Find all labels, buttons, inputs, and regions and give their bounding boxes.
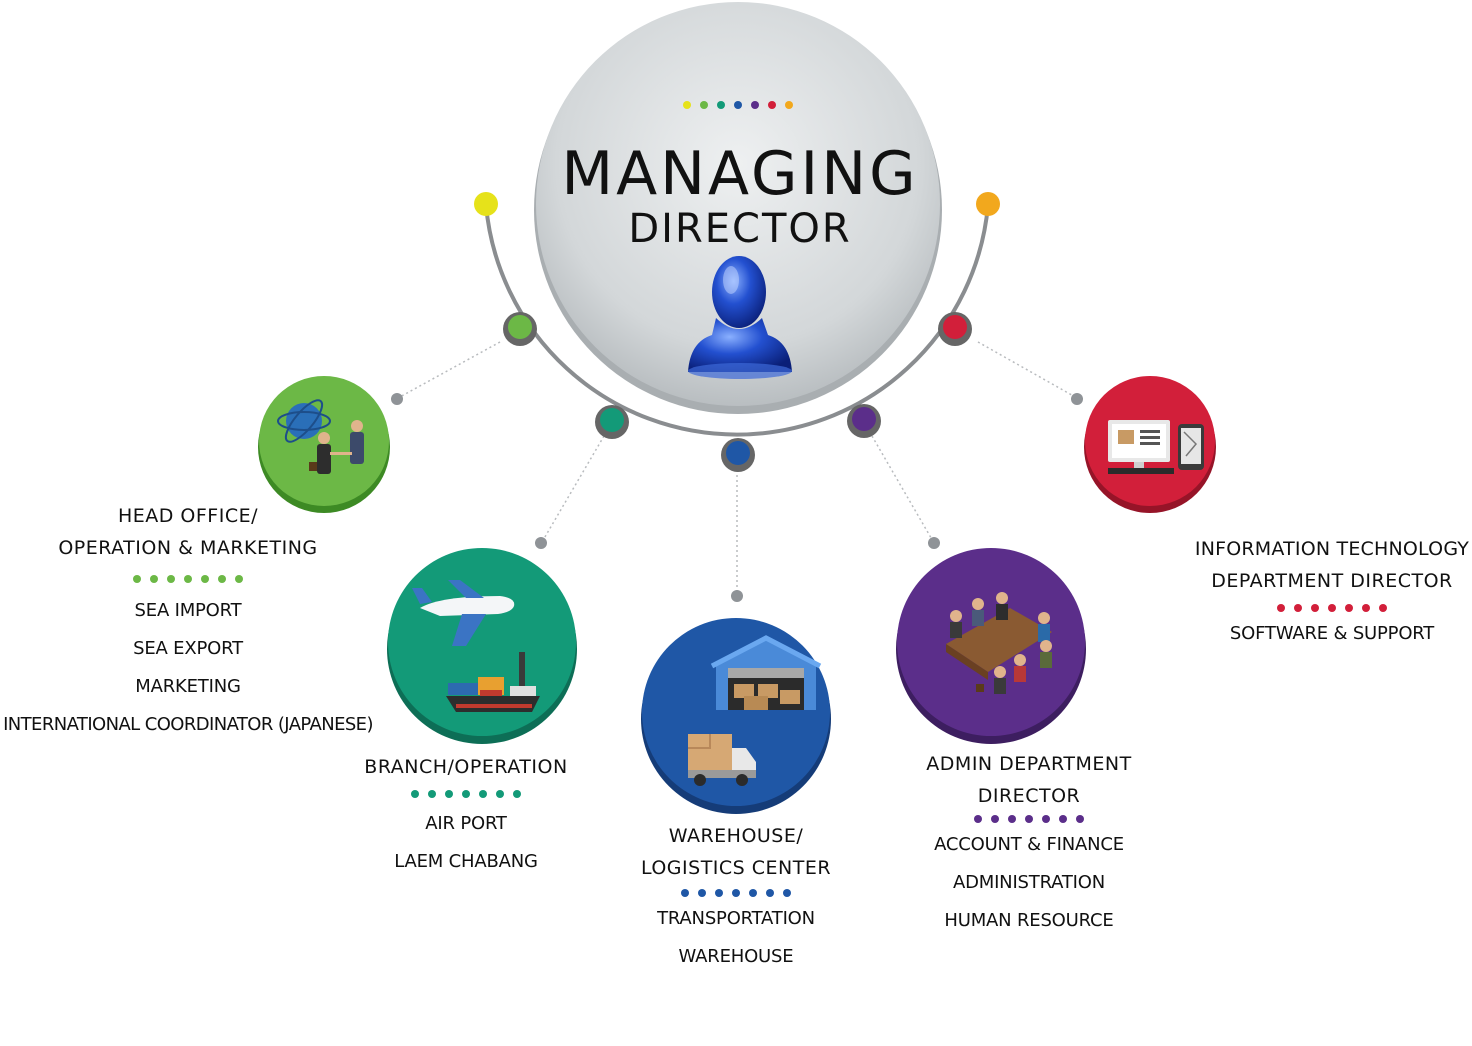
warehouse-title-2: LOGISTICS CENTER [640,857,832,879]
separator-dot [462,790,470,798]
admin-item: HUMAN RESOURCE [944,910,1114,931]
separator-dot [1345,604,1353,612]
head-office-item: MARKETING [135,676,241,697]
branch-operation-item: AIR PORT [425,813,507,834]
color-dot [768,101,776,109]
separator-dot [1042,815,1050,823]
handshake-globe-icon [277,399,364,474]
managing-title: MANAGING [561,139,919,209]
it-item: SOFTWARE & SUPPORT [1229,623,1435,644]
admin-title-2: DIRECTOR [977,785,1081,807]
arc-nodes [474,192,1000,472]
admin-item: ACCOUNT & FINANCE [934,834,1124,855]
head-office-item: INTERNATIONAL COORDINATOR (JAPANESE) [3,714,373,735]
airplane-ship-icon [412,580,540,712]
separator-dot [1025,815,1033,823]
color-dot [717,101,725,109]
head-office-title-2: OPERATION & MARKETING [58,537,318,559]
it-label: INFORMATION TECHNOLOGY DEPARTMENT DIRECT… [1192,533,1472,653]
admin-title-1: ADMIN DEPARTMENT [926,753,1132,775]
person-icon [688,256,792,379]
separator-dot [1076,815,1084,823]
separator-dot [1059,815,1067,823]
separator-dot [1311,604,1319,612]
warehouse-truck-icon [688,635,822,786]
admin-label: ADMIN DEPARTMENT DIRECTOR ACCOUNT & FINA… [879,748,1179,940]
it-dots [1192,601,1472,615]
warehouse-label: WAREHOUSE/ LOGISTICS CENTER TRANSPORTATI… [586,820,886,976]
separator-dot [1362,604,1370,612]
head-office-dots [0,572,376,586]
separator-dot [1294,604,1302,612]
head-office-label: HEAD OFFICE/ OPERATION & MARKETING SEA I… [0,500,376,744]
admin-dots [879,812,1179,826]
separator-dot [715,889,723,897]
separator-dot [698,889,706,897]
warehouse-item: WAREHOUSE [678,946,794,967]
separator-dot [218,575,226,583]
separator-dot [411,790,419,798]
separator-dot [428,790,436,798]
separator-dot [167,575,175,583]
head-office-title-1: HEAD OFFICE/ [117,505,259,527]
separator-dot [681,889,689,897]
director-title: DIRECTOR [628,206,852,252]
warehouse-item: TRANSPORTATION [657,908,815,929]
color-dot [683,101,691,109]
separator-dot [991,815,999,823]
separator-dot [766,889,774,897]
separator-dot [1328,604,1336,612]
warehouse-title-1: WAREHOUSE/ [668,825,804,847]
separator-dot [783,889,791,897]
meeting-icon [946,592,1052,694]
separator-dot [479,790,487,798]
dotted-connectors [397,341,1078,595]
separator-dot [201,575,209,583]
branch-operation-dots [316,787,616,801]
head-office-item: SEA IMPORT [134,600,242,621]
separator-dot [974,815,982,823]
separator-dot [496,790,504,798]
it-title-2: DEPARTMENT DIRECTOR [1211,570,1453,592]
branch-operation-title: BRANCH/OPERATION [364,756,568,778]
separator-dot [1379,604,1387,612]
separator-dot [732,889,740,897]
branch-operation-item: LAEM CHABANG [394,851,538,872]
separator-dot [445,790,453,798]
separator-dot [184,575,192,583]
computer-phone-icon [1108,420,1204,474]
admin-item: ADMINISTRATION [952,872,1106,893]
color-dot [734,101,742,109]
separator-dot [1277,604,1285,612]
junction-dots [391,393,1083,602]
separator-dot [133,575,141,583]
center-color-dots [638,98,838,112]
separator-dot [513,790,521,798]
managing-director-node [534,2,942,414]
branch-operation-circle [387,548,577,744]
it-title-1: INFORMATION TECHNOLOGY [1194,538,1470,560]
separator-dot [1008,815,1016,823]
separator-dot [749,889,757,897]
head-office-item: SEA EXPORT [133,638,243,659]
color-dot [785,101,793,109]
branch-operation-label: BRANCH/OPERATION AIR PORT LAEM CHABANG [316,751,616,881]
separator-dot [150,575,158,583]
color-dot [751,101,759,109]
warehouse-dots [586,886,886,900]
separator-dot [235,575,243,583]
color-dot [700,101,708,109]
warehouse-circle [641,618,831,814]
